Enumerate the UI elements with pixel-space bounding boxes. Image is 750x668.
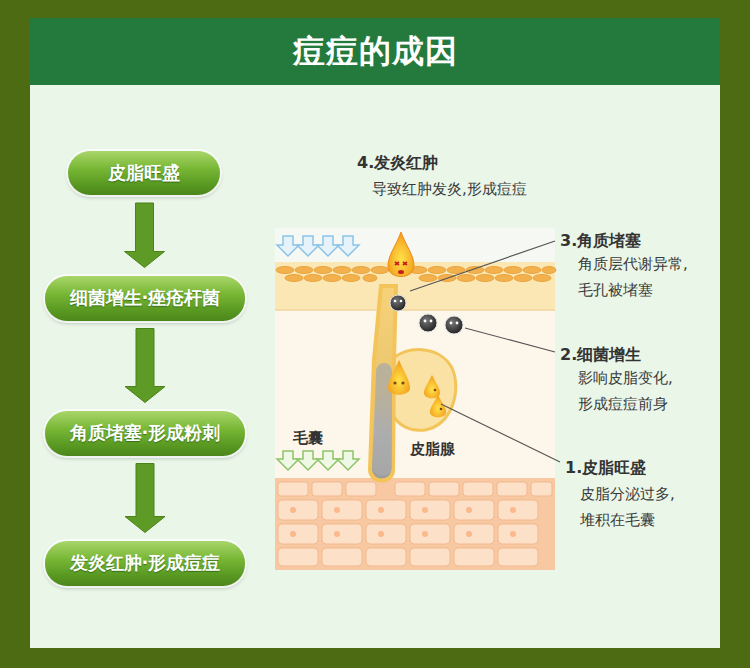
step-text: 皮脂旺盛 — [108, 161, 180, 185]
callout-number: 3.角质堵塞 — [560, 228, 641, 254]
callout-number: 1.皮脂旺盛 — [565, 455, 646, 481]
process-pill: 细菌增生·痤疮杆菌 — [45, 276, 245, 321]
step-text: 细菌增生·痤疮杆菌 — [70, 286, 221, 310]
callout-note: 影响皮脂变化, 形成痘痘前身 — [578, 365, 677, 417]
callout-note: 角质层代谢异常, 毛孔被堵塞 — [578, 251, 692, 303]
process-pill: 角质堵塞·形成粉刺 — [45, 411, 245, 456]
title-text: 痘痘的成因 — [293, 30, 458, 74]
flow-arrow — [125, 329, 165, 403]
part-label: 皮脂腺 — [410, 436, 455, 462]
callout-note: 皮脂分泌过多, 堆积在毛囊 — [580, 481, 679, 533]
flow-arrow — [125, 464, 165, 533]
step-text: 发炎红肿·形成痘痘 — [70, 551, 221, 575]
title-bar: 痘痘的成因 — [30, 18, 720, 85]
flow-arrow — [125, 203, 165, 268]
process-pill: 发炎红肿·形成痘痘 — [45, 541, 245, 586]
step-text: 角质堵塞·形成粉刺 — [70, 421, 221, 445]
process-pill: 皮脂旺盛 — [68, 151, 220, 195]
callout-number: 4.发炎红肿 — [357, 150, 438, 176]
part-label: 毛囊 — [293, 425, 323, 451]
callout-note: 导致红肿发炎,形成痘痘 — [372, 176, 527, 202]
callout-number: 2.细菌增生 — [560, 342, 641, 368]
